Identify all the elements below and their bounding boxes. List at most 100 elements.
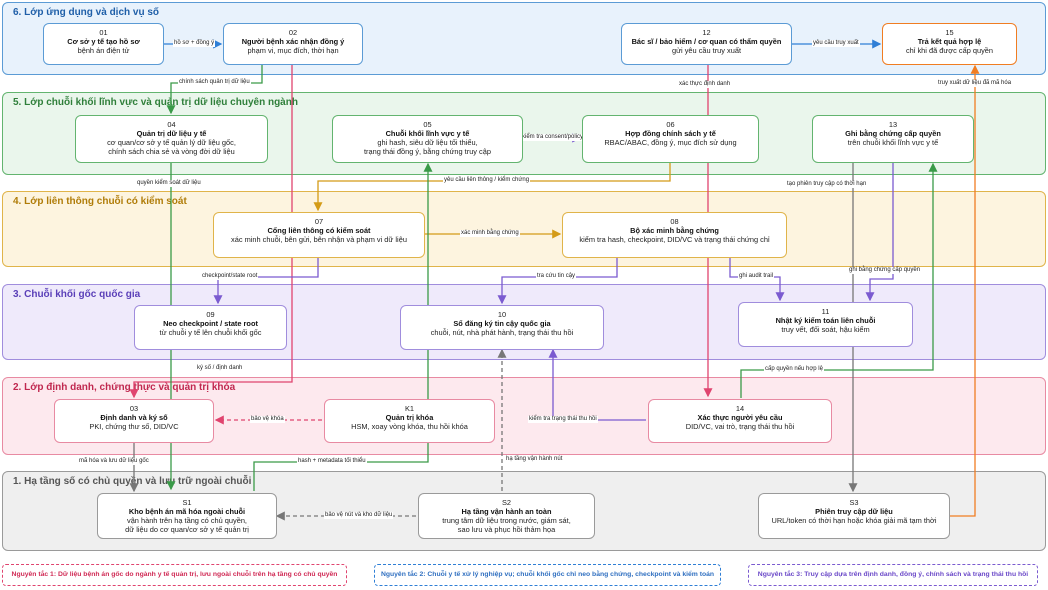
node-02-num: 02 bbox=[288, 28, 298, 37]
label-bao-ve-nut: bảo vệ nút và kho dữ liệu bbox=[324, 512, 394, 519]
node-03-desc: PKI, chứng thư số, DID/VC bbox=[89, 421, 179, 431]
node-04-quan-tri-du-lieu[interactable]: 04 Quản trị dữ liệu y tế cơ quan/cơ sở y… bbox=[75, 115, 268, 163]
node-14-xac-thuc[interactable]: 14 Xác thực người yêu cầu DID/VC, vai tr… bbox=[648, 399, 832, 443]
node-12-num: 12 bbox=[702, 28, 711, 37]
node-S1-num: S1 bbox=[182, 498, 192, 507]
label-yeu-cau-truy-xuat: yêu cầu truy xuất bbox=[812, 40, 860, 47]
node-04-desc-2: chính sách chia sẻ và vòng đời dữ liệu bbox=[108, 146, 235, 156]
node-05-desc-1: ghi hash, siêu dữ liệu tối thiểu, bbox=[377, 137, 478, 147]
node-04-desc-1: cơ quan/cơ sở y tế quản lý dữ liệu gốc, bbox=[107, 137, 236, 147]
node-08-num: 08 bbox=[670, 217, 679, 226]
node-07-cong-lien-thong[interactable]: 07 Cổng liên thông có kiểm soát xác minh… bbox=[213, 212, 425, 258]
node-10-num: 10 bbox=[497, 310, 507, 319]
node-K1-quan-tri-khoa[interactable]: K1 Quản trị khóa HSM, xoay vòng khóa, th… bbox=[324, 399, 495, 443]
node-01-co-so-y-te[interactable]: 01 Cơ sở y tế tạo hồ sơ bệnh án điện tử bbox=[43, 23, 164, 65]
node-11-desc: truy vết, đối soát, hậu kiểm bbox=[781, 324, 870, 334]
node-13-title: Ghi bằng chứng cấp quyền bbox=[845, 128, 941, 138]
node-09-title: Neo checkpoint / state root bbox=[163, 318, 258, 328]
node-S2-ha-tang-van-hanh[interactable]: S2 Hạ tầng vận hành an toàn trung tâm dữ… bbox=[418, 493, 595, 539]
label-ghi-bang-chung-cap-quyen: ghi bằng chứng cấp quyền bbox=[848, 267, 922, 274]
node-13-num: 13 bbox=[888, 120, 898, 129]
node-13-desc: trên chuỗi khối lĩnh vực y tế bbox=[847, 137, 939, 147]
node-05-num: 05 bbox=[423, 120, 432, 129]
node-13-ghi-bang-chung[interactable]: 13 Ghi bằng chứng cấp quyền trên chuỗi k… bbox=[812, 115, 974, 163]
node-06-hop-dong-chinh-sach[interactable]: 06 Hợp đồng chính sách y tế RBAC/ABAC, đ… bbox=[582, 115, 759, 163]
layer-5-title: 5. Lớp chuỗi khối lĩnh vực và quản trị d… bbox=[13, 97, 298, 108]
node-11-num: 11 bbox=[821, 307, 830, 316]
node-15-tra-ket-qua[interactable]: 15 Trả kết quả hợp lệ chỉ khi đã được cấ… bbox=[882, 23, 1017, 65]
node-09-num: 09 bbox=[206, 310, 215, 319]
label-ky-so-dinh-danh: ký số / định danh bbox=[196, 365, 244, 372]
node-S3-title: Phiên truy cập dữ liệu bbox=[815, 506, 893, 516]
label-kiem-tra-consent: kiểm tra consent/policy bbox=[521, 134, 585, 141]
node-10-desc: chuỗi, nút, nhà phát hành, trạng thái th… bbox=[430, 327, 574, 337]
node-K1-num: K1 bbox=[404, 404, 415, 413]
label-yeu-cau-lien-thong: yêu cầu liên thông / kiểm chứng bbox=[443, 177, 531, 184]
node-S2-desc-2: sao lưu và phục hồi thảm họa bbox=[457, 524, 556, 534]
principle-1: Nguyên tắc 1: Dữ liệu bệnh án gốc do ngà… bbox=[2, 564, 347, 586]
node-12-bac-si[interactable]: 12 Bác sĩ / bảo hiểm / cơ quan có thẩm q… bbox=[621, 23, 792, 65]
node-S3-desc: URL/token có thời hạn hoặc khóa giải mã … bbox=[771, 515, 937, 525]
node-09-neo-checkpoint[interactable]: 09 Neo checkpoint / state root từ chuỗi … bbox=[134, 305, 287, 350]
layer-6-title: 6. Lớp ứng dụng và dịch vụ số bbox=[13, 7, 160, 18]
label-ha-tang-van-hanh: hạ tầng vận hành nút bbox=[505, 456, 564, 463]
node-08-desc: kiểm tra hash, checkpoint, DID/VC và trạ… bbox=[579, 234, 770, 244]
node-03-title: Định danh và ký số bbox=[100, 412, 168, 422]
node-06-num: 06 bbox=[666, 120, 675, 129]
node-03-num: 03 bbox=[129, 404, 139, 413]
node-07-num: 07 bbox=[314, 217, 324, 226]
node-01-num: 01 bbox=[99, 28, 108, 37]
label-truy-xuat-ma-hoa: truy xuất dữ liệu đã mã hóa bbox=[937, 80, 1013, 87]
layer-1-title: 1. Hạ tầng số có chủ quyền và lưu trữ ng… bbox=[13, 476, 252, 487]
node-08-title: Bộ xác minh bằng chứng bbox=[630, 225, 719, 235]
label-ghi-audit-trail: ghi audit trail bbox=[738, 273, 775, 280]
node-10-so-dang-ky[interactable]: 10 Sổ đăng ký tin cậy quốc gia chuỗi, nú… bbox=[400, 305, 604, 350]
node-08-bo-xac-minh[interactable]: 08 Bộ xác minh bằng chứng kiểm tra hash,… bbox=[562, 212, 787, 258]
node-01-desc: bệnh án điện tử bbox=[77, 45, 130, 55]
node-05-chuoi-khoi-linh-vuc[interactable]: 05 Chuỗi khối lĩnh vực y tế ghi hash, si… bbox=[332, 115, 523, 163]
label-bao-ve-khoa: bảo vệ khóa bbox=[250, 416, 285, 423]
node-06-desc: RBAC/ABAC, đồng ý, mục đích sử dụng bbox=[604, 137, 737, 147]
node-S2-desc-1: trung tâm dữ liệu trong nước, giám sát, bbox=[442, 515, 571, 525]
node-S3-num: S3 bbox=[849, 498, 859, 507]
node-12-title: Bác sĩ / bảo hiểm / cơ quan có thẩm quyề… bbox=[631, 36, 782, 46]
node-14-desc: DID/VC, vai trò, trạng thái thu hồi bbox=[685, 421, 795, 431]
label-xac-minh-bang-chung: xác minh bằng chứng bbox=[460, 230, 520, 237]
node-S2-num: S2 bbox=[501, 498, 512, 507]
node-15-title: Trả kết quả hợp lệ bbox=[917, 36, 982, 46]
node-12-desc: gửi yêu cầu truy xuất bbox=[671, 45, 742, 55]
layer-6-applications: 6. Lớp ứng dụng và dịch vụ số bbox=[2, 2, 1046, 75]
node-07-desc: xác minh chuỗi, bên gửi, bên nhận và phạ… bbox=[231, 234, 407, 244]
node-05-title: Chuỗi khối lĩnh vực y tế bbox=[385, 128, 470, 138]
node-S3-phien-truy-cap[interactable]: S3 Phiên truy cập dữ liệu URL/token có t… bbox=[758, 493, 950, 539]
layer-3-title: 3. Chuỗi khối gốc quốc gia bbox=[13, 289, 141, 300]
node-S1-title: Kho bệnh án mã hóa ngoài chuỗi bbox=[128, 506, 246, 516]
node-03-dinh-danh[interactable]: 03 Định danh và ký số PKI, chứng thư số,… bbox=[54, 399, 214, 443]
label-ma-hoa-luu: mã hóa và lưu dữ liệu gốc bbox=[78, 458, 150, 465]
label-ho-so-dong-y: hồ sơ + đồng ý bbox=[173, 40, 216, 47]
node-14-title: Xác thực người yêu cầu bbox=[697, 412, 783, 422]
node-14-num: 14 bbox=[735, 404, 745, 413]
node-04-title: Quản trị dữ liệu y tế bbox=[136, 128, 207, 138]
layer-2-title: 2. Lớp định danh, chứng thực và quản trị… bbox=[13, 382, 236, 393]
label-cap-quyen-neu-hop-le: cấp quyền nếu hợp lệ bbox=[764, 366, 824, 373]
label-hash-metadata: hash + metadata tối thiểu bbox=[297, 458, 367, 465]
label-checkpoint-state-root: checkpoint/state root bbox=[201, 273, 259, 280]
node-11-title: Nhật ký kiểm toán liên chuỗi bbox=[775, 315, 876, 325]
label-quyen-kiem-soat: quyền kiểm soát dữ liệu bbox=[136, 180, 202, 187]
node-02-desc: phạm vi, mục đích, thời hạn bbox=[247, 45, 339, 55]
node-S1-kho-benh-an[interactable]: S1 Kho bệnh án mã hóa ngoài chuỗi vận hà… bbox=[97, 493, 277, 539]
node-02-nguoi-benh[interactable]: 02 Người bệnh xác nhận đồng ý phạm vi, m… bbox=[223, 23, 363, 65]
node-11-nhat-ky-kiem-toan[interactable]: 11 Nhật ký kiểm toán liên chuỗi truy vết… bbox=[738, 302, 913, 347]
node-06-title: Hợp đồng chính sách y tế bbox=[625, 128, 716, 138]
node-K1-desc: HSM, xoay vòng khóa, thu hồi khóa bbox=[351, 421, 468, 431]
node-15-desc: chỉ khi đã được cấp quyền bbox=[905, 45, 994, 55]
node-S1-desc-2: dữ liệu do cơ quan/cơ sở y tế quản trị bbox=[125, 524, 249, 534]
node-10-title: Sổ đăng ký tin cậy quốc gia bbox=[453, 318, 551, 328]
node-04-num: 04 bbox=[167, 120, 176, 129]
layer-4-title: 4. Lớp liên thông chuỗi có kiểm soát bbox=[13, 196, 187, 207]
node-S1-desc-1: vận hành trên hạ tầng có chủ quyền, bbox=[127, 515, 247, 525]
principle-2: Nguyên tắc 2: Chuỗi y tế xử lý nghiệp vụ… bbox=[374, 564, 721, 586]
node-09-desc: từ chuỗi y tế lên chuỗi khối gốc bbox=[159, 327, 262, 337]
label-chinh-sach-quan-tri: chính sách quản trị dữ liệu bbox=[178, 79, 251, 86]
